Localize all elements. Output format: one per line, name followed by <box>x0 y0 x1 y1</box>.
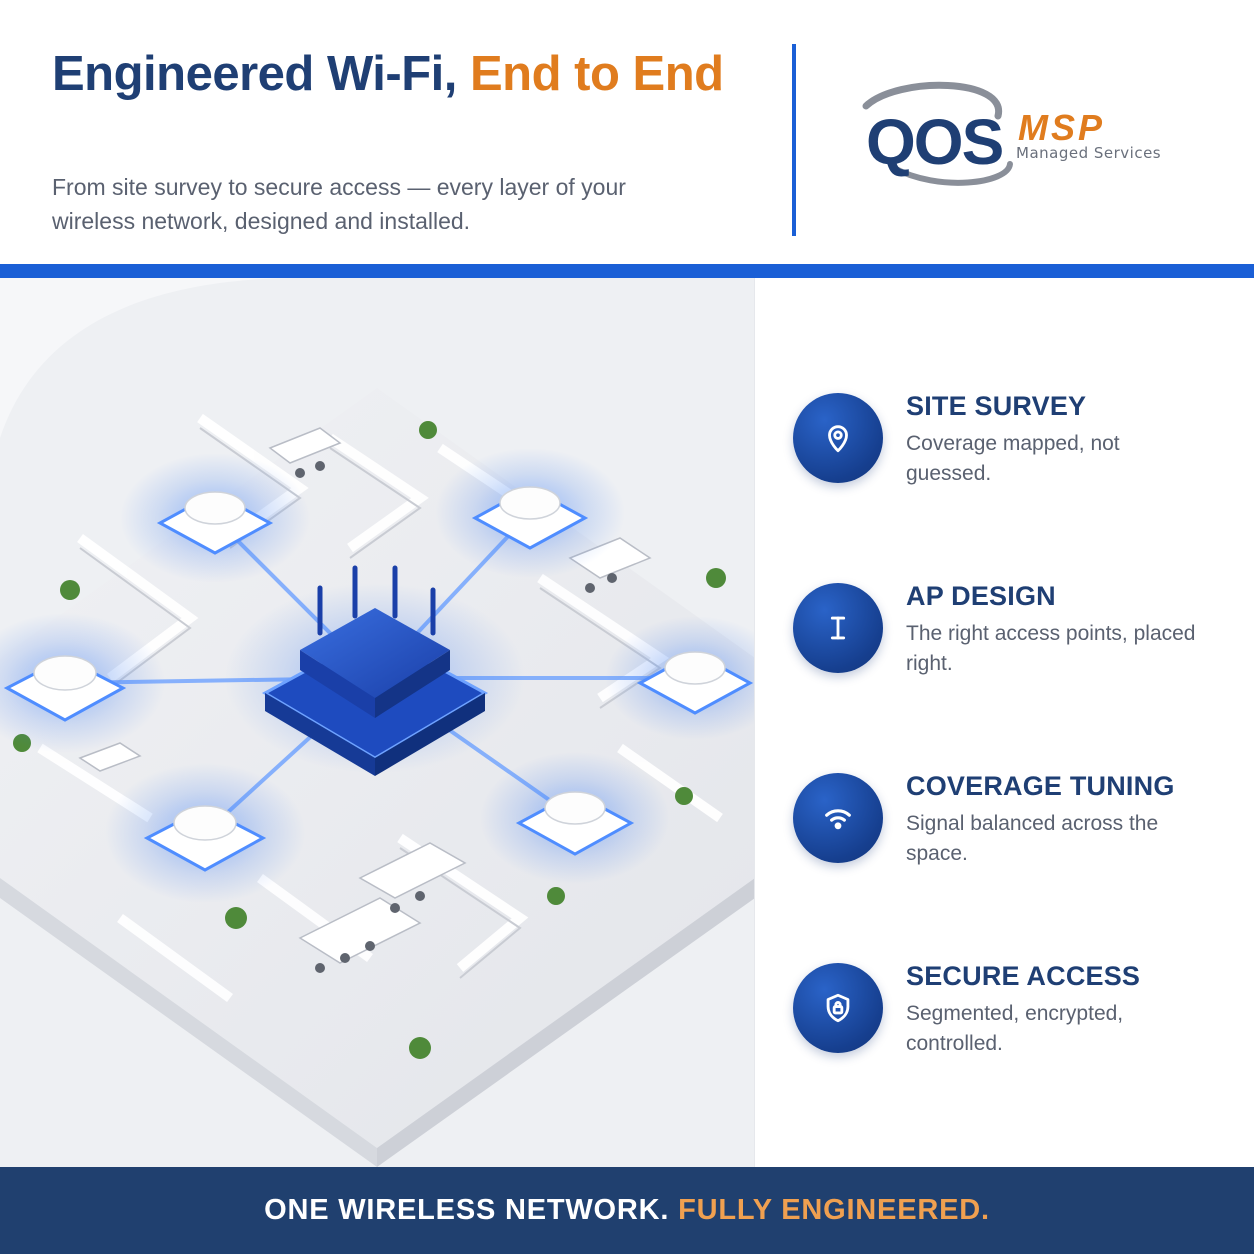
header: Engineered Wi-Fi, End to End From site s… <box>0 0 1254 264</box>
feature-ap-design: AP DESIGN The right access points, place… <box>793 581 1233 693</box>
access-point <box>120 453 310 583</box>
feature-secure-access: SECURE ACCESS Segmented, encrypted, cont… <box>793 961 1233 1073</box>
panel-separator <box>754 278 755 1167</box>
feature-desc: Signal balanced across the space. <box>906 812 1159 865</box>
footer-tagline: ONE WIRELESS NETWORK. FULLY ENGINEERED. <box>264 1194 990 1227</box>
access-point-icon <box>793 583 883 673</box>
feature-desc: The right access points, placed right. <box>906 622 1196 675</box>
logo-graphic: QOS MSP Managed Services <box>862 81 1161 186</box>
title-accent: End to End <box>469 47 724 101</box>
feature-desc: Segmented, encrypted, controlled. <box>906 1002 1124 1055</box>
location-pin-icon <box>793 393 883 483</box>
logo-mark: QOS <box>866 106 1003 178</box>
feature-site-survey: SITE SURVEY Coverage mapped, not guessed… <box>793 391 1233 503</box>
header-rule <box>0 264 1254 278</box>
office-network-illustration <box>0 278 755 1167</box>
footer-banner: ONE WIRELESS NETWORK. FULLY ENGINEERED. <box>0 1167 1254 1254</box>
router <box>225 565 525 776</box>
feature-title: AP DESIGN <box>906 581 1056 611</box>
access-point <box>435 448 625 578</box>
feature-coverage-tuning: COVERAGE TUNING Signal balanced across t… <box>793 771 1233 883</box>
feature-title: SITE SURVEY <box>906 391 1087 421</box>
access-points <box>0 448 755 903</box>
access-point <box>105 763 305 903</box>
feature-desc: Coverage mapped, not guessed. <box>906 432 1120 485</box>
access-point <box>0 613 165 753</box>
logo-brand: MSP <box>1018 107 1105 148</box>
shield-lock-icon <box>793 963 883 1053</box>
footer-accent: FULLY ENGINEERED. <box>678 1194 990 1226</box>
feature-title: COVERAGE TUNING <box>906 771 1175 801</box>
footer-main: ONE WIRELESS NETWORK. <box>264 1194 679 1226</box>
wifi-icon <box>793 773 883 863</box>
access-point <box>480 752 670 884</box>
page-subtitle: From site survey to secure access — ever… <box>52 174 626 234</box>
page-title: Engineered Wi-Fi, End to End <box>52 46 752 103</box>
qos-msp-logo: QOS MSP Managed Services <box>858 76 1188 188</box>
features-list: SITE SURVEY Coverage mapped, not guessed… <box>755 278 1254 1167</box>
header-divider <box>792 44 796 236</box>
floorplan-graphic <box>0 278 755 1167</box>
feature-title: SECURE ACCESS <box>906 961 1141 991</box>
title-main: Engineered Wi-Fi, <box>52 47 470 101</box>
access-point <box>605 616 755 740</box>
logo-tagline: Managed Services <box>1016 144 1161 162</box>
